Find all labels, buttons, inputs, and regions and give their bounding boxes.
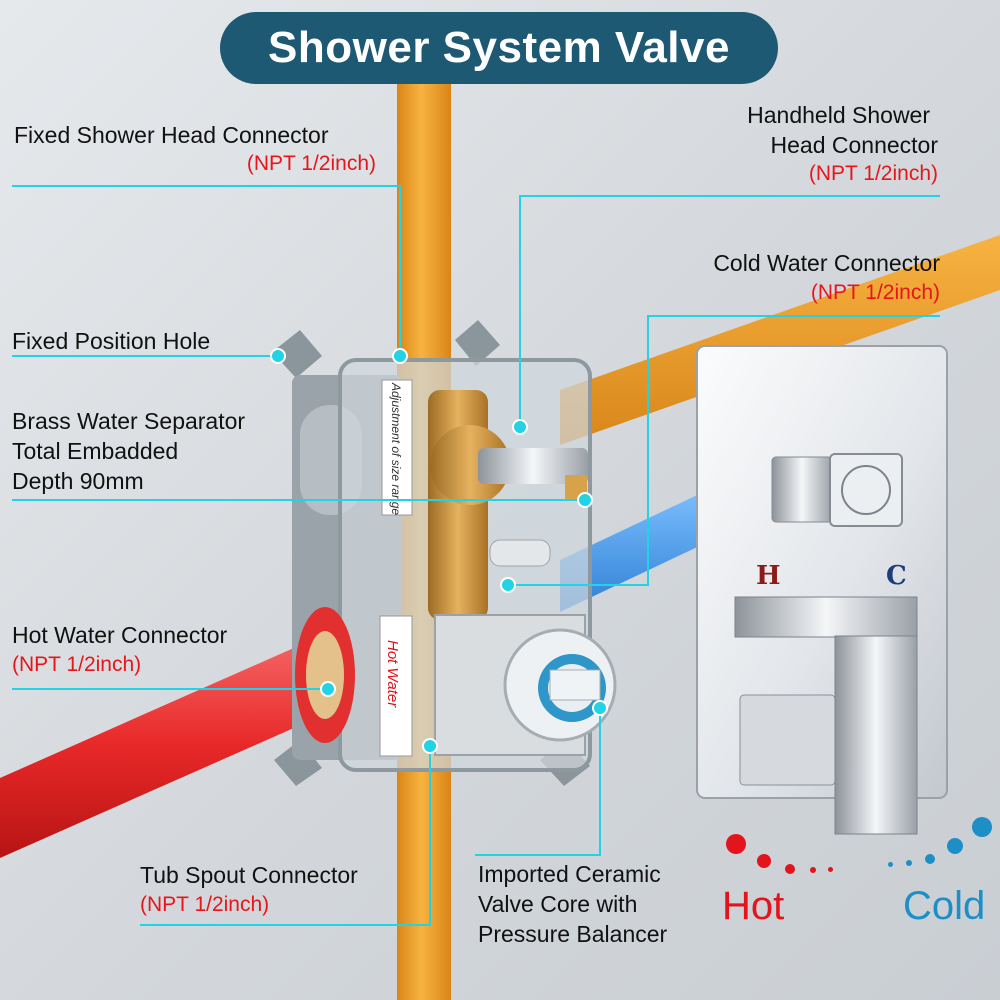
hot-dot (757, 854, 771, 868)
hot-dot (785, 864, 795, 874)
fixed-head-connector-spec: (NPT 1/2inch) (246, 152, 376, 175)
cold-water-connector-spec: (NPT 1/2inch) (810, 281, 940, 304)
ceramic-core-line2: Valve Core with (478, 891, 638, 917)
page-title: Shower System Valve (220, 12, 778, 84)
brass-separator-line2: Total Embadded (12, 438, 179, 464)
box-side-text: Adjustment of size range (389, 382, 403, 515)
hot-water-connector-spec: (NPT 1/2inch) (12, 653, 142, 676)
legend-cold-label: Cold (903, 884, 986, 928)
cold-dot (906, 860, 912, 866)
handheld-connector-label-line1: Handheld Shower (747, 102, 930, 128)
cold-supply-pipe (560, 235, 1000, 445)
cold-dot (972, 817, 992, 837)
cold-dot (947, 838, 963, 854)
valve-box: Adjustment of size range Hot Water (272, 320, 617, 786)
brass-separator-line1: Brass Water Separator (12, 408, 246, 434)
cold-dot (925, 854, 935, 864)
trim-plate: H C (696, 345, 948, 835)
brass-separator-line3: Depth 90mm (12, 468, 144, 494)
handheld-connector-spec: (NPT 1/2inch) (808, 162, 938, 185)
hot-dot (810, 867, 816, 873)
fixed-head-connector-label: Fixed Shower Head Connector (14, 122, 329, 148)
tub-spout-connector-label: Tub Spout Connector (140, 862, 358, 888)
legend-hot-label: Hot (722, 884, 785, 928)
cold-water-connector-label: Cold Water Connector (713, 250, 940, 276)
handheld-connector-label-line2: Head Connector (770, 132, 939, 158)
ceramic-core-line3: Pressure Balancer (478, 921, 668, 947)
cold-dot (888, 862, 893, 867)
hot-dot (828, 867, 833, 872)
tub-spout-connector-spec: (NPT 1/2inch) (140, 893, 270, 916)
hot-water-tag: Hot Water (384, 640, 401, 708)
plate-cold-letter: C (886, 561, 907, 591)
callout-lines (12, 185, 940, 926)
callout-dots (270, 348, 608, 754)
hot-water-connector-label: Hot Water Connector (12, 622, 228, 648)
blue-cold-pipe (560, 488, 712, 612)
plate-hot-letter: H (756, 561, 781, 591)
hot-dot (726, 834, 746, 854)
fixed-position-hole-label: Fixed Position Hole (12, 328, 211, 354)
ceramic-core-line1: Imported Ceramic (478, 861, 661, 887)
